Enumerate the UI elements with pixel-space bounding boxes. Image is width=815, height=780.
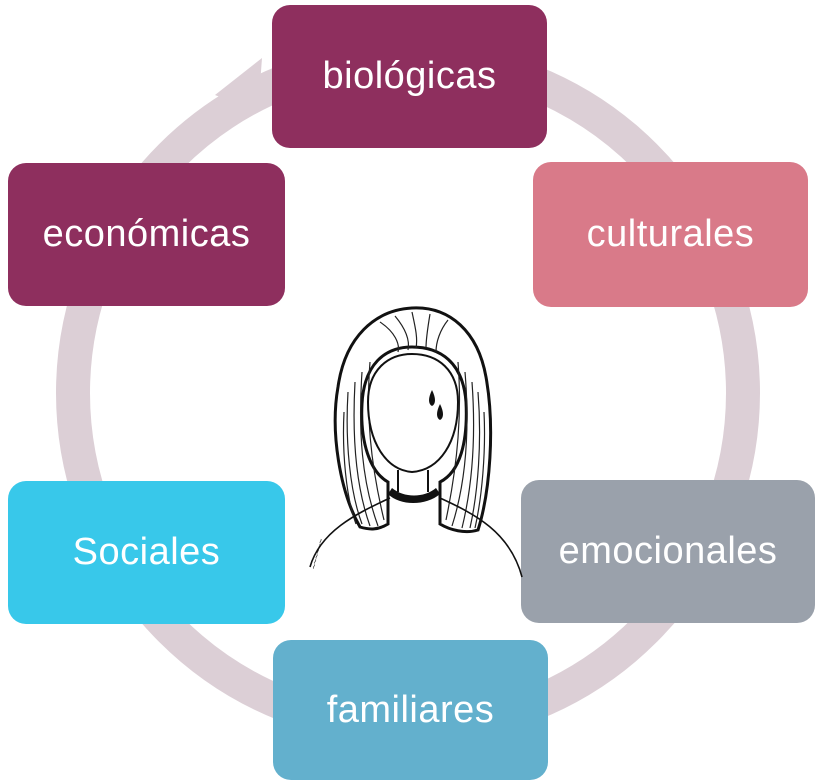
shoulders	[309, 497, 523, 578]
face	[366, 352, 460, 474]
node-familiares-label: familiares	[326, 688, 495, 731]
node-sociales-label: Sociales	[72, 531, 221, 573]
neck	[397, 470, 429, 492]
tear-drop	[437, 404, 443, 420]
node-emocionales: emocionales	[521, 480, 815, 623]
node-biologicas-label: biológicas	[322, 55, 497, 97]
node-culturales: culturales	[533, 162, 808, 307]
tear-drop	[429, 390, 435, 406]
node-familiares: familiares	[273, 640, 548, 780]
artist-signature: ~~~~~~	[308, 537, 326, 570]
node-emocionales-label: emocionales	[558, 530, 778, 572]
hair	[333, 306, 493, 534]
node-biologicas: biológicas	[272, 5, 547, 148]
node-economicas-label: económicas	[42, 213, 251, 255]
girl-sketch-image: ~~~~~~	[308, 306, 523, 578]
node-economicas: económicas	[8, 163, 285, 306]
collar	[388, 488, 440, 503]
node-culturales-label: culturales	[586, 213, 755, 255]
hair-strands	[342, 311, 486, 529]
node-sociales: Sociales	[8, 481, 285, 624]
cycle-arrowhead	[215, 58, 262, 112]
